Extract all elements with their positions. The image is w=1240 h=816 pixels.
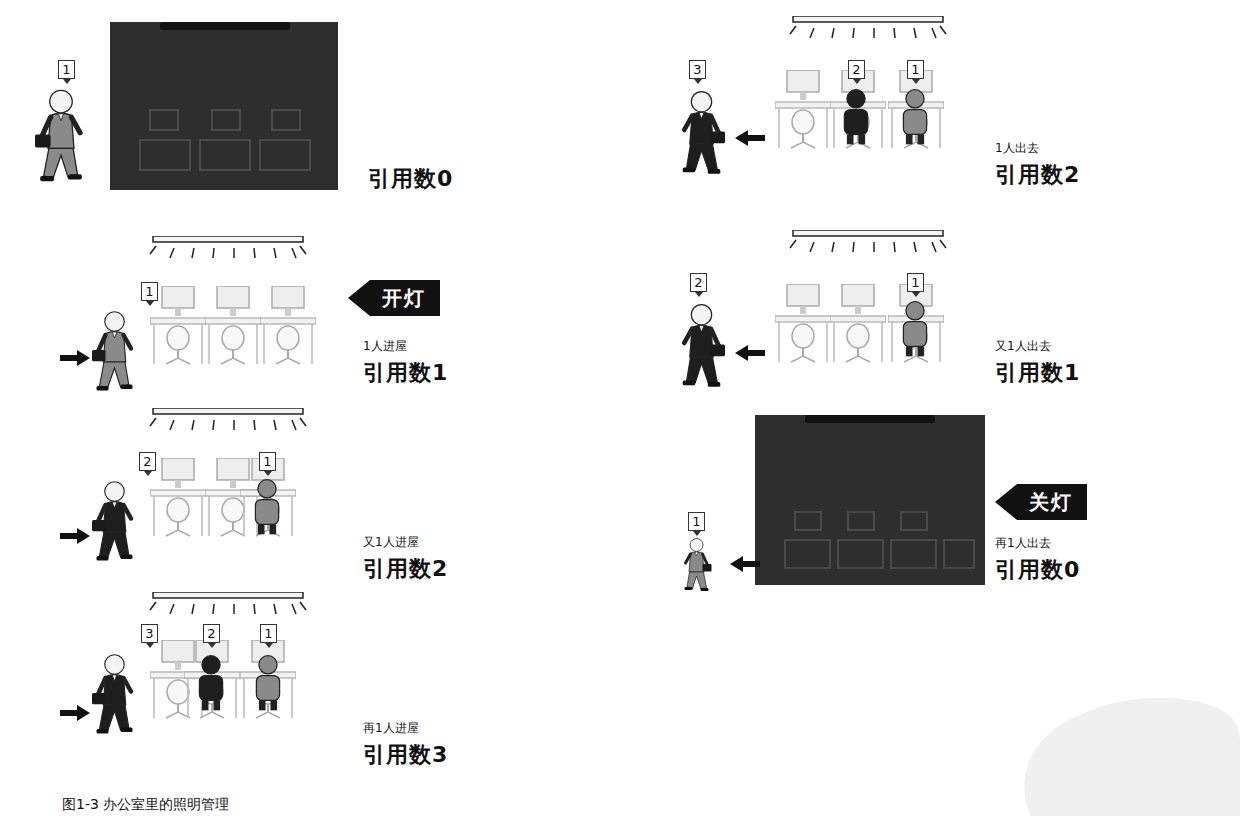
person bbox=[256, 656, 279, 711]
workstation bbox=[150, 286, 206, 364]
callout-number: 3 bbox=[689, 60, 706, 79]
person bbox=[92, 655, 133, 734]
tag-text: 关灯 bbox=[1029, 490, 1073, 514]
workstation bbox=[830, 284, 886, 362]
workstation bbox=[775, 284, 831, 362]
callout-number: 2 bbox=[848, 60, 865, 79]
person bbox=[903, 90, 926, 145]
reference-count: 引用数3 bbox=[363, 742, 448, 767]
callout-number: 1 bbox=[688, 512, 705, 531]
enter-arrow bbox=[60, 528, 90, 544]
person bbox=[683, 305, 725, 387]
person bbox=[35, 90, 82, 181]
callout-number: 3 bbox=[141, 624, 158, 643]
callout-number: 1 bbox=[260, 624, 277, 643]
light-switch-tag: 开灯 bbox=[348, 280, 440, 316]
workstation bbox=[260, 286, 316, 364]
tag-fill bbox=[348, 280, 440, 316]
event-note: 再1人出去 bbox=[995, 537, 1051, 551]
person bbox=[844, 90, 867, 145]
person bbox=[92, 482, 133, 561]
workstation bbox=[205, 286, 261, 364]
callout-number: 1 bbox=[259, 452, 276, 471]
reference-count: 引用数0 bbox=[995, 557, 1080, 582]
exit-arrow bbox=[730, 556, 760, 572]
callout-number: 2 bbox=[690, 273, 707, 292]
ceiling-light bbox=[150, 592, 306, 614]
person bbox=[685, 539, 712, 592]
event-note: 再1人进屋 bbox=[363, 722, 419, 736]
callout-number: 1 bbox=[58, 60, 75, 79]
event-note: 又1人出去 bbox=[995, 340, 1051, 354]
workstation bbox=[184, 640, 240, 718]
enter-arrow bbox=[60, 350, 90, 366]
callout-number: 2 bbox=[139, 452, 156, 471]
person bbox=[199, 656, 222, 711]
ceiling-light bbox=[150, 408, 306, 430]
watermark bbox=[1024, 698, 1240, 816]
dark-room bbox=[110, 22, 338, 190]
ceiling-light bbox=[150, 236, 306, 258]
ceiling-light bbox=[790, 16, 946, 38]
workstation bbox=[240, 640, 296, 718]
reference-count: 引用数1 bbox=[363, 360, 448, 385]
tag-fill bbox=[995, 484, 1087, 520]
callout-number: 1 bbox=[907, 60, 924, 79]
figure-caption: 图1-3 办公室里的照明管理 bbox=[62, 796, 229, 812]
callout-number: 2 bbox=[203, 624, 220, 643]
callout-number: 1 bbox=[907, 273, 924, 292]
person bbox=[903, 302, 926, 357]
event-note: 1人进屋 bbox=[363, 340, 407, 354]
event-note: 1人出去 bbox=[995, 142, 1039, 156]
ceiling-light bbox=[790, 230, 946, 252]
person bbox=[92, 312, 133, 391]
workstation bbox=[150, 458, 206, 536]
tag-text: 开灯 bbox=[382, 286, 426, 310]
callout-number: 1 bbox=[141, 282, 158, 301]
dark-room bbox=[755, 415, 985, 585]
exit-arrow bbox=[735, 130, 765, 146]
reference-count: 引用数0 bbox=[368, 166, 453, 191]
workstation bbox=[775, 70, 831, 148]
reference-count: 引用数2 bbox=[995, 162, 1080, 187]
reference-count: 引用数1 bbox=[995, 360, 1080, 385]
person bbox=[255, 480, 278, 535]
light-switch-tag: 关灯 bbox=[995, 484, 1087, 520]
event-note: 又1人进屋 bbox=[363, 536, 419, 550]
person bbox=[683, 92, 725, 174]
exit-arrow bbox=[735, 345, 765, 361]
enter-arrow bbox=[60, 705, 90, 721]
reference-count: 引用数2 bbox=[363, 556, 448, 581]
